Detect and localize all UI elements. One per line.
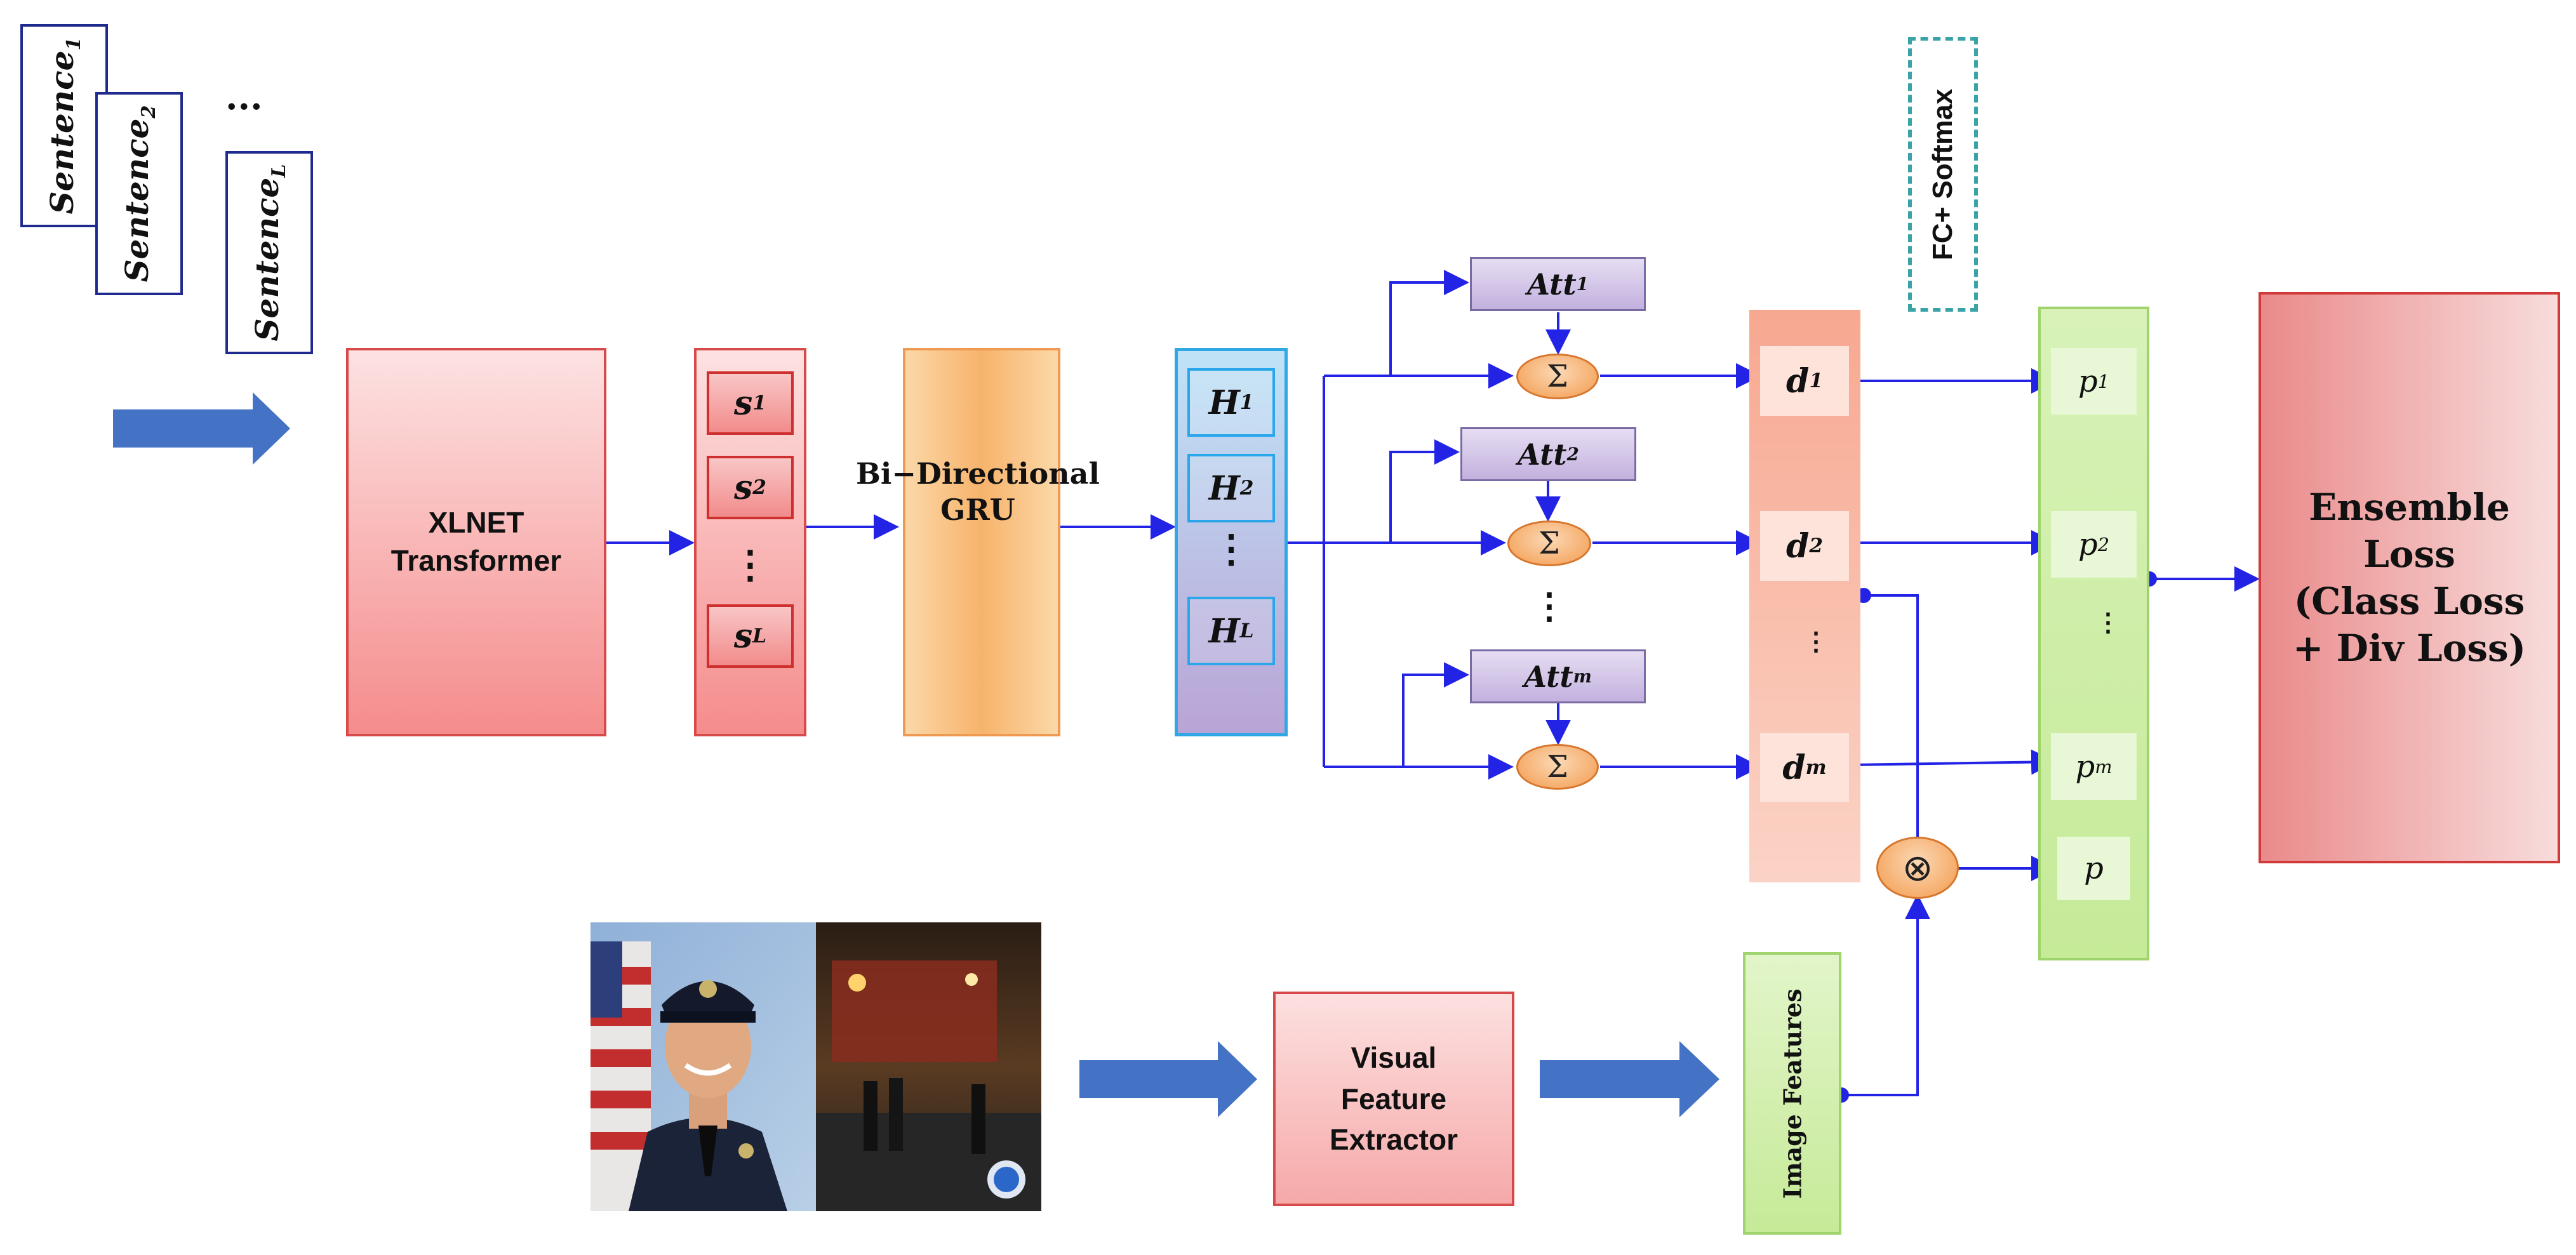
scene-graphic <box>816 960 1041 1211</box>
extractor-to-features-arrow <box>1540 1041 1719 1117</box>
ensemble-line3: (Class Loss <box>2293 580 2525 623</box>
ensemble-line2: Loss <box>2363 532 2455 576</box>
image-to-extractor-arrow <box>1079 1041 1257 1117</box>
fusion-node: ⊗ <box>1876 837 1959 899</box>
sentence-card-2: Sentence2 <box>95 92 183 295</box>
fusion-symbol: ⊗ <box>1902 846 1933 889</box>
p-dots: ⋮ <box>2095 607 2121 637</box>
sentence-card-L: SentenceL <box>225 151 313 354</box>
h-to-att2-arrow <box>1389 439 1460 543</box>
sentence-1-label: Sentence1 <box>43 37 85 215</box>
image-features-box: Image Features <box>1743 952 1841 1235</box>
ensemble-loss-box: Ensemble Loss (Class Loss + Div Loss) <box>2259 292 2560 863</box>
input-image <box>591 922 1041 1211</box>
xlnet-transformer-box: XLNET Transformer <box>346 348 606 736</box>
vfe-line1: Visual <box>1351 1041 1437 1075</box>
image-features-to-fusion-arrow <box>1841 894 1930 1096</box>
xlnet-line2: Transformer <box>390 544 562 577</box>
s-dots: ⋮ <box>731 543 770 587</box>
image-features-label: Image Features <box>1778 988 1806 1199</box>
summ-symbol: Σ <box>1547 749 1568 785</box>
vfe-line3: Extractor <box>1330 1123 1458 1157</box>
dm-to-pm-arrow <box>1850 749 2057 775</box>
ensemble-line1: Ensemble <box>2309 485 2510 529</box>
d-to-fusion-line <box>1864 594 1919 842</box>
sum2-node: Σ <box>1507 521 1591 566</box>
bi-gru-line1: Bi−Directional <box>856 456 1100 491</box>
visual-feature-extractor-box: Visual Feature Extractor <box>1273 992 1514 1206</box>
d-dots: ⋮ <box>1803 626 1829 656</box>
h-to-att1-arrow <box>1389 270 1469 376</box>
summ-node: Σ <box>1516 744 1599 790</box>
input-big-arrow <box>113 392 290 465</box>
xlnet-line1: XLNET <box>428 506 524 540</box>
sentence-ellipsis: ... <box>225 76 263 118</box>
bi-gru-label: Bi−Directional GRU <box>844 448 1111 536</box>
attention-dots: ⋮ <box>1532 585 1567 627</box>
h-to-attm-arrow <box>1402 662 1469 767</box>
h-vector-column <box>1175 348 1288 736</box>
officer-graphic <box>629 980 787 1211</box>
sum1-symbol: Σ <box>1547 359 1568 394</box>
fc-softmax-label: FC+ Softmax <box>1927 88 1958 260</box>
sentence-card-1: Sentence1 <box>20 24 108 227</box>
h-dots: ⋮ <box>1212 527 1250 571</box>
p-cell: p <box>2057 837 2130 900</box>
vfe-line2: Feature <box>1340 1082 1447 1115</box>
sum2-symbol: Σ <box>1538 526 1560 561</box>
ensemble-line4: + Div Loss) <box>2292 627 2526 670</box>
fc-softmax-box: FC+ Softmax <box>1908 37 1978 312</box>
sentence-L-label: SentenceL <box>248 164 290 342</box>
sum1-node: Σ <box>1516 354 1599 399</box>
bi-gru-line2: GRU <box>940 493 1015 527</box>
sentence-2-label: Sentence2 <box>118 105 160 282</box>
bi-gru-box <box>903 348 1060 736</box>
input-image-illustration <box>591 922 1041 1211</box>
